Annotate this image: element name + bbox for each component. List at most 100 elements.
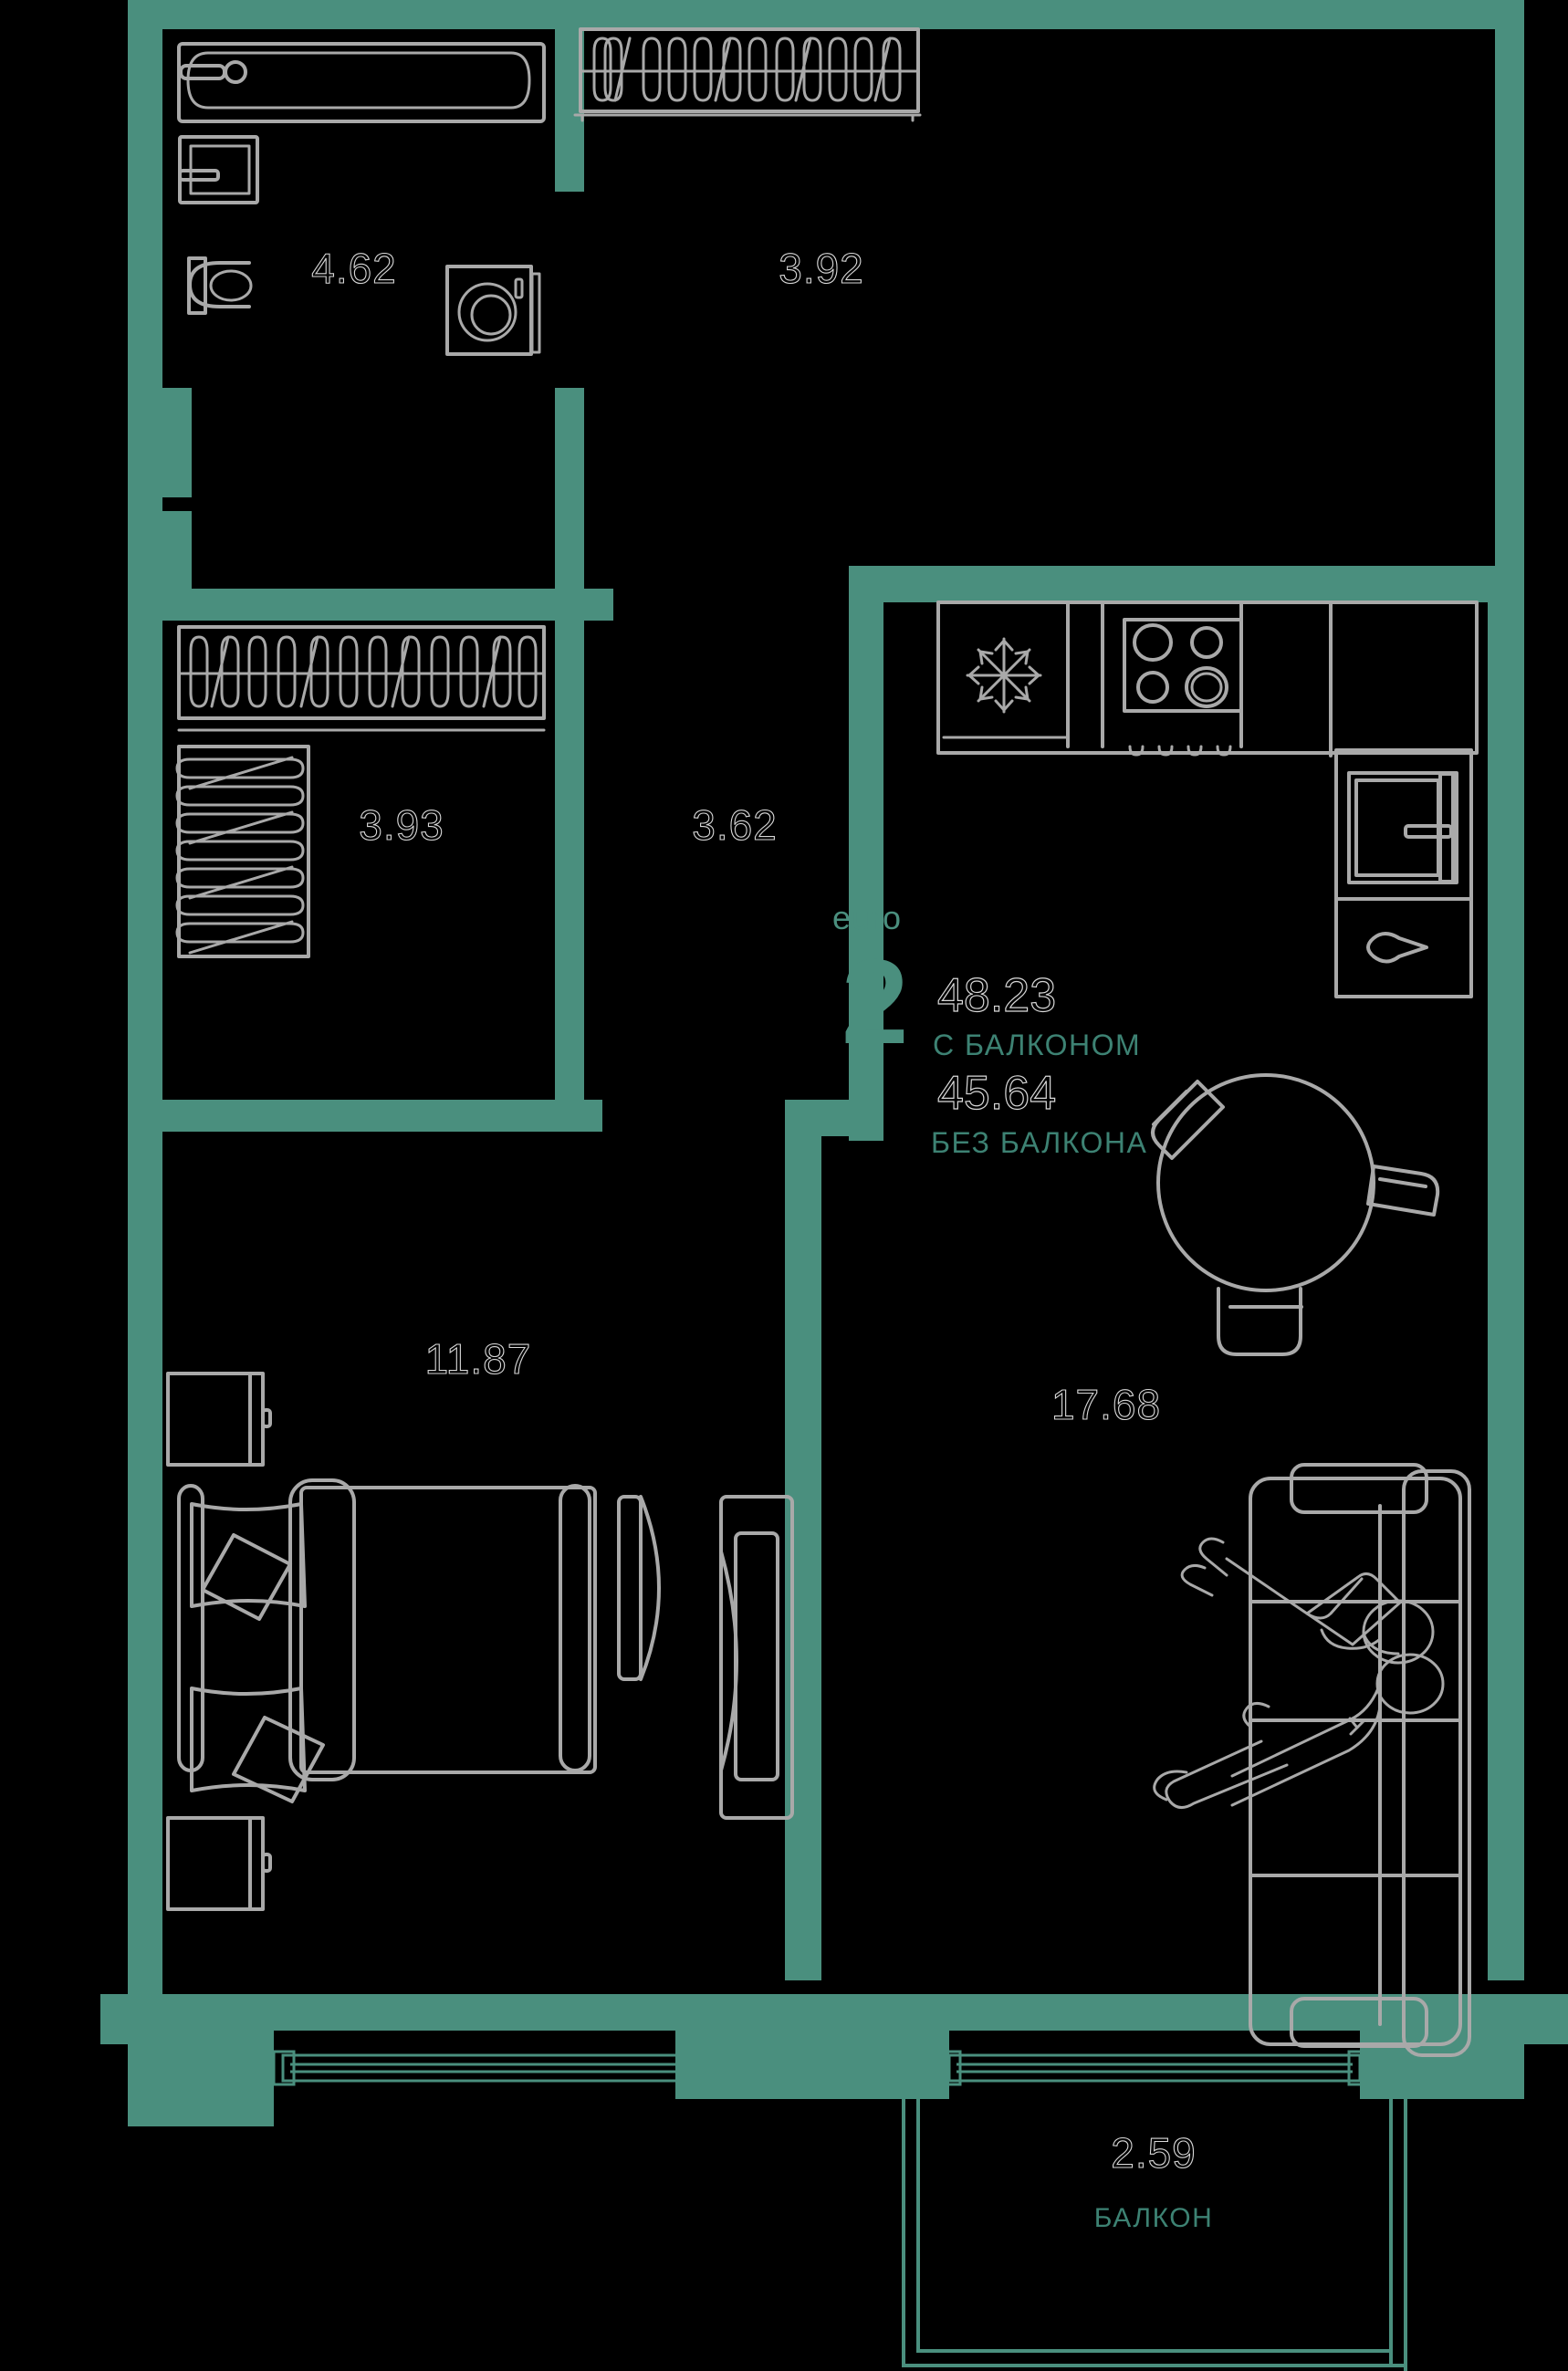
cooktop-knobs-icon xyxy=(1128,745,1232,757)
person-reading-upper-icon xyxy=(1180,1537,1435,1665)
balcony-outline xyxy=(902,2099,1407,2371)
wall-partition-bath-wardrobe xyxy=(555,0,584,192)
hall-wardrobe-hangers-icon xyxy=(189,635,538,708)
bathroom-fixtures xyxy=(177,42,546,356)
wall-bathroom-bottom xyxy=(162,589,613,621)
bathtub-drain-icon xyxy=(224,60,247,84)
badge-rooms-digit: 2 xyxy=(841,935,908,1069)
vertical-rack-hangers-icon xyxy=(175,756,305,955)
wall-kitchen-top xyxy=(849,566,1524,602)
refrigerator-snowflake-icon xyxy=(966,637,1042,714)
sofa-backrest-icon xyxy=(1402,1469,1471,2057)
bed-mattress-icon xyxy=(299,1486,597,1774)
pillow-lower-accent-icon xyxy=(232,1716,325,1803)
kitchen-tall-cabinet-icon xyxy=(1334,748,1473,998)
area-label-hallway-store: 3.93 xyxy=(359,801,444,849)
sofa-cushion-top-icon xyxy=(1290,1463,1428,1514)
bedroom-door-leaf-icon xyxy=(617,1495,643,1681)
area-label-living-kitchen: 17.68 xyxy=(1051,1381,1161,1428)
sofa-base-icon xyxy=(1249,1477,1462,2046)
bathtub-icon xyxy=(177,42,546,123)
wall-bathroom-jamb-a xyxy=(162,388,192,497)
washing-machine-side-panel xyxy=(530,272,541,354)
toilet-seat-icon xyxy=(209,269,253,302)
wall-hall-left xyxy=(555,621,584,1104)
bedroom-door-swing-icon xyxy=(639,1495,661,1681)
bed-headboard-icon xyxy=(288,1478,356,1781)
cooktop-burner-4-ring xyxy=(1190,672,1223,703)
nightstand-top-icon xyxy=(166,1372,252,1467)
nightstand-top-drawer-icon xyxy=(248,1372,265,1467)
sofa-group xyxy=(1153,1463,1471,2057)
walls-group xyxy=(100,0,1568,2126)
area-label-hallway: 3.62 xyxy=(692,801,778,849)
pillow-lower-icon xyxy=(190,1687,307,1792)
area-label-wardrobe-room: 3.92 xyxy=(779,245,864,292)
kitchen-counter-run-icon xyxy=(936,601,1479,755)
vertical-storage-rack-icon xyxy=(177,745,310,958)
dining-chair-right xyxy=(1366,1165,1440,1217)
hall-storage xyxy=(175,625,546,958)
bedroom-furniture xyxy=(166,1372,597,1911)
nightstand-bottom-handle-icon xyxy=(261,1853,272,1873)
window-balcony-door-icon xyxy=(938,2050,1371,2086)
round-dining-table-icon xyxy=(1156,1073,1375,1292)
washing-machine-door-icon xyxy=(470,294,512,336)
area-label-bathroom: 4.62 xyxy=(311,245,397,292)
cooktop-burner-3 xyxy=(1136,671,1169,704)
kitchen-sink-icon xyxy=(1347,771,1458,884)
cooktop-burner-4 xyxy=(1185,666,1228,708)
badge-euro-word: euro xyxy=(832,899,902,936)
cooktop-burner-2 xyxy=(1190,626,1223,659)
balcony-name-label: БАЛКОН xyxy=(1094,2203,1214,2233)
wall-exterior-top xyxy=(128,0,1524,29)
nightstand-top-handle-icon xyxy=(261,1408,272,1428)
wall-exterior-right-mid xyxy=(1488,566,1524,1980)
wall-exterior-left xyxy=(128,0,162,1999)
layout-badge: euro 2 48.23 С БАЛКОНОМ 45.64 БЕЗ БАЛКОН… xyxy=(832,899,1146,1159)
wall-partition-bath-right xyxy=(555,388,584,621)
badge-area-with-balcony-label: С БАЛКОНОМ xyxy=(933,1029,1141,1061)
area-labels-group: 4.62 3.92 3.93 3.62 11.87 17.68 xyxy=(311,244,1161,1428)
wall-exterior-right-upper xyxy=(1495,0,1524,602)
wall-hall-bottom-right xyxy=(438,1100,602,1132)
windows-group xyxy=(272,2050,1407,2371)
cooktop-burner-1 xyxy=(1133,623,1173,662)
living-door-swing-icon xyxy=(719,1550,738,1772)
doors-group xyxy=(617,1495,794,1820)
washing-machine-drum-icon xyxy=(457,282,517,342)
sofa-cushion-bottom-icon xyxy=(1290,1997,1428,2048)
pillow-upper-accent-icon xyxy=(201,1533,292,1621)
living-door-leaf-icon xyxy=(719,1495,794,1820)
toilet-bowl-icon xyxy=(188,261,251,308)
badge-area-without-balcony: 45.64 xyxy=(937,1067,1056,1120)
nightstand-bottom-drawer-icon xyxy=(248,1816,265,1911)
washing-machine-detergent-icon xyxy=(514,277,524,299)
wall-exterior-bottom-band xyxy=(162,1994,1497,2031)
bed-footrail-icon xyxy=(559,1484,591,1772)
kitchen-drawer-handle-icon xyxy=(1366,932,1428,964)
wall-bathroom-jamb-b xyxy=(162,511,192,593)
bathtub-inner-basin xyxy=(186,51,531,110)
window-bedroom-icon xyxy=(272,2050,705,2086)
hall-wardrobe-icon xyxy=(177,625,546,720)
sink-faucet-icon xyxy=(178,169,220,182)
dining-chair-bottom xyxy=(1217,1287,1303,1356)
wardrobe-cabinet-icon xyxy=(579,27,920,113)
balcony-label-group: 2.59 БАЛКОН xyxy=(1094,2128,1214,2233)
kitchen-sink-faucet-icon xyxy=(1404,824,1453,839)
wall-hall-right-top xyxy=(785,1100,849,1136)
wardrobe-top xyxy=(573,27,922,122)
area-label-bedroom: 11.87 xyxy=(425,1335,532,1383)
nightstand-bottom-icon xyxy=(166,1816,252,1911)
dining-chair-top xyxy=(1151,1080,1225,1160)
wardrobe-hangers-icon xyxy=(592,37,902,102)
balcony-area-label: 2.59 xyxy=(1111,2129,1197,2177)
cooktop-icon xyxy=(1123,618,1243,713)
dining-set xyxy=(1151,1073,1440,1356)
person-reading-lower-icon xyxy=(1153,1653,1445,1809)
wall-kitchen-left-vert xyxy=(849,566,883,1141)
badge-area-with-balcony: 48.23 xyxy=(937,969,1056,1022)
kitchen-fixtures xyxy=(936,601,1479,998)
